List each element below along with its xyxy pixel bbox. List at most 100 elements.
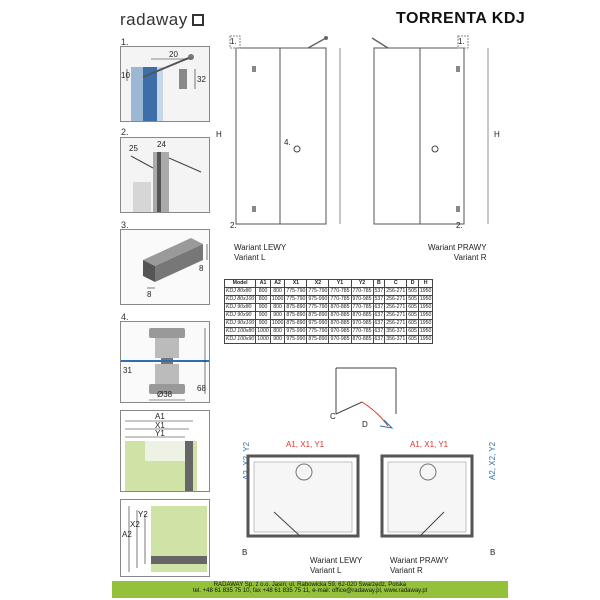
- table-cell: 256-271: [384, 287, 408, 296]
- dim-Y2: Y2: [138, 510, 148, 519]
- table-cell: 1000: [269, 319, 286, 328]
- table-cell-model: KDJ 90x80: [223, 303, 257, 312]
- table-cell: 875-890: [284, 319, 308, 328]
- plan-right-side-dims: A2, X2, Y2: [482, 442, 500, 480]
- elevation-right-callout-1: 1.: [458, 37, 465, 46]
- table-cell: 900: [255, 303, 271, 312]
- swing-label-c: C: [330, 412, 336, 421]
- table-cell: 800: [269, 287, 286, 296]
- table-cell: 1000: [255, 335, 271, 344]
- elevation-left-callout-2: 2.: [230, 221, 237, 230]
- footer-contact: tel. +48 61 835 75 10, fax +48 61 835 75…: [192, 588, 428, 594]
- table-cell: 256-271: [384, 319, 408, 328]
- table-cell: 637: [372, 319, 386, 328]
- table-cell: 970-985: [328, 335, 352, 344]
- elevation-left-drawing: [229, 35, 341, 225]
- table-cell: 605: [406, 303, 419, 312]
- plan-left-b-label: B: [242, 548, 248, 557]
- table-cell: 1950: [417, 319, 434, 328]
- step-2-detail: 25 24: [120, 137, 210, 213]
- table-cell: 1000: [255, 327, 271, 336]
- table-header-x1: X1: [284, 279, 308, 288]
- elevation-right-variant: Wariant PRAWY Variant R: [428, 243, 487, 263]
- table-header-a2: A2: [269, 279, 286, 288]
- table-header-y1: Y1: [328, 279, 352, 288]
- door-knob-drawing: [121, 328, 209, 401]
- plan-right-side-dims-text: A2, X2, Y2: [488, 441, 497, 480]
- product-title: TORRENTA KDJ: [396, 10, 526, 27]
- dim-31: 31: [123, 366, 132, 375]
- elevation-left-variant-en: Variant L: [234, 253, 266, 262]
- step-2-number: 2.: [121, 127, 129, 137]
- table-cell-model: KDJ 90x100: [223, 319, 257, 328]
- table-cell: 775-790: [306, 287, 330, 296]
- table-cell: 1950: [417, 295, 434, 304]
- elevation-right-drawing: [371, 35, 489, 225]
- elevation-right-callout-2: 2.: [456, 221, 463, 230]
- swing-label-d: D: [362, 420, 368, 429]
- table-cell: 975-990: [306, 319, 330, 328]
- table-cell: 800: [255, 295, 271, 304]
- table-cell: 605: [406, 311, 419, 320]
- plan-left-variant: Wariant LEWY Variant L: [310, 556, 362, 576]
- table-header-c: C: [384, 279, 408, 288]
- dim-diameter-38: Ø38: [157, 390, 173, 399]
- table-cell: 870-885: [350, 311, 374, 320]
- table-cell-model: KDJ 90x90: [223, 311, 257, 320]
- table-cell: 605: [406, 327, 419, 336]
- table-cell: 505: [406, 287, 419, 296]
- step-3-detail: 8 8: [120, 229, 210, 305]
- plan-left-top-dims: A1, X1, Y1: [286, 440, 325, 449]
- elevation-left-height-label: H: [216, 130, 222, 139]
- footer-address: RADAWAY Sp. z o.o. Jasin; ul. Rabowicka …: [213, 582, 407, 588]
- table-cell: 900: [269, 335, 286, 344]
- plan-left-variant-en: Variant L: [310, 566, 342, 575]
- table-cell: 970-985: [350, 295, 374, 304]
- table-cell: 256-271: [384, 303, 408, 312]
- table-cell-model: KDJ 100x80: [223, 327, 257, 336]
- table-cell: 870-885: [350, 335, 374, 344]
- table-cell: 770-785: [350, 327, 374, 336]
- table-cell: 1950: [417, 311, 434, 320]
- dim-32: 32: [197, 75, 206, 84]
- table-cell: 870-885: [328, 303, 352, 312]
- dim-20: 20: [169, 50, 178, 59]
- profile-corner-drawing: [130, 152, 202, 212]
- table-cell: 775-790: [284, 295, 308, 304]
- table-cell: 775-790: [306, 303, 330, 312]
- hinge-wall-detail-drawing: [126, 54, 196, 121]
- seal-profile-drawing: [143, 238, 208, 289]
- table-header-d: D: [406, 279, 419, 288]
- table-cell: 637: [372, 335, 386, 344]
- table-cell: 605: [406, 319, 419, 328]
- plan-left-variant-pl: Wariant LEWY: [310, 556, 363, 565]
- table-cell: 875-890: [306, 335, 330, 344]
- table-cell: 770-785: [328, 287, 352, 296]
- table-cell: 875-890: [306, 311, 330, 320]
- dim-8-vertical: 8: [199, 264, 204, 273]
- table-cell: 900: [255, 311, 271, 320]
- table-cell: 770-785: [328, 295, 352, 304]
- table-cell: 775-790: [284, 287, 308, 296]
- elevation-right-height-label: H: [494, 130, 500, 139]
- table-cell: 870-885: [328, 311, 352, 320]
- table-cell: 1000: [269, 295, 286, 304]
- table-cell: 775-790: [306, 327, 330, 336]
- table-cell: 800: [269, 303, 286, 312]
- step-4-number: 4.: [121, 312, 129, 322]
- table-cell: 900: [255, 319, 271, 328]
- side-dimension-drawing: [128, 506, 207, 572]
- elevation-left-variant-pl: Wariant LEWY: [234, 243, 287, 252]
- plan-left-drawing: [246, 454, 360, 538]
- table-header-b: B: [372, 279, 386, 288]
- plan-right-drawing: [380, 454, 474, 538]
- table-cell: 537: [372, 295, 386, 304]
- dim-A1: A1: [155, 412, 165, 421]
- table-cell: 900: [269, 311, 286, 320]
- brand-logo: radaway: [120, 10, 204, 30]
